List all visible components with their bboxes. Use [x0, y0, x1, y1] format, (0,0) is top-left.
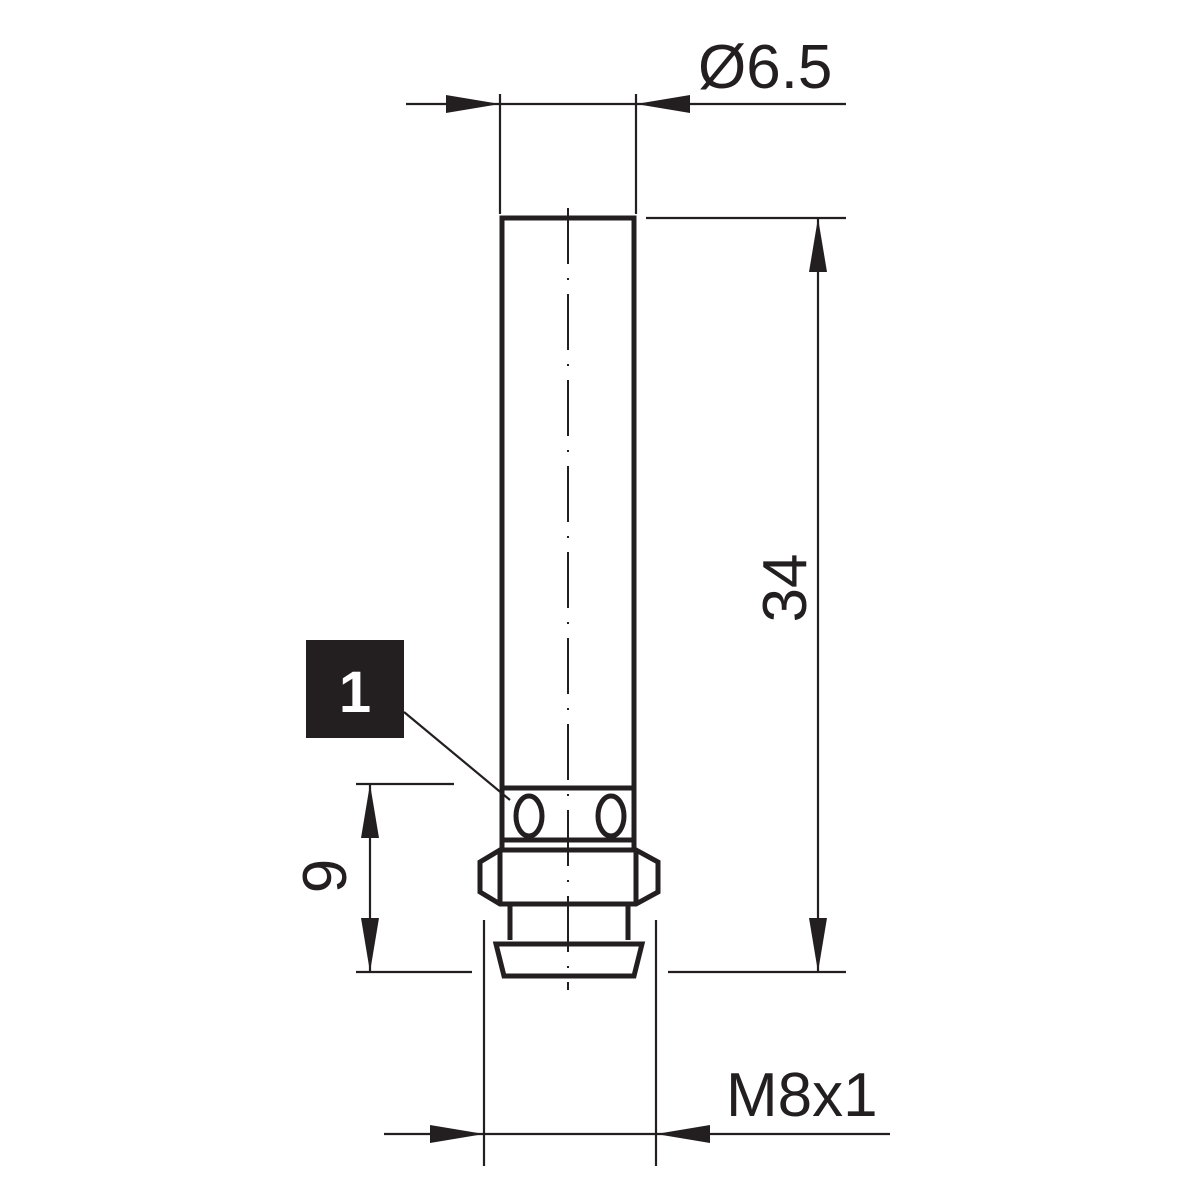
thread-dimension: M8x1	[384, 920, 890, 1166]
thread-arrow-left	[430, 1125, 484, 1143]
thread-length-dimension: 9	[291, 782, 472, 974]
length-arrow-top	[809, 218, 827, 272]
diameter-arrow-left	[446, 95, 500, 113]
callout-leader	[403, 711, 511, 801]
diameter-label: Ø6.5	[698, 33, 832, 102]
length-label: 34	[751, 554, 820, 623]
sensing-face	[492, 941, 646, 979]
vent-hole-left	[513, 793, 545, 839]
thread-length-arrow-bottom	[361, 918, 379, 972]
diameter-dimension: Ø6.5	[406, 33, 846, 214]
callout-box	[306, 640, 404, 738]
thread-nut	[477, 847, 661, 907]
callout-number: 1	[339, 660, 371, 725]
length-arrow-bottom	[809, 918, 827, 972]
callout-1: 1	[306, 640, 511, 801]
vent-hole-right	[595, 793, 627, 839]
thread-label: M8x1	[726, 1061, 878, 1130]
length-dimension: 34	[646, 216, 846, 974]
thread-length-label: 9	[291, 859, 360, 893]
thread-length-arrow-top	[361, 784, 379, 838]
thread-arrow-right	[656, 1125, 710, 1143]
diameter-arrow-right	[636, 95, 690, 113]
